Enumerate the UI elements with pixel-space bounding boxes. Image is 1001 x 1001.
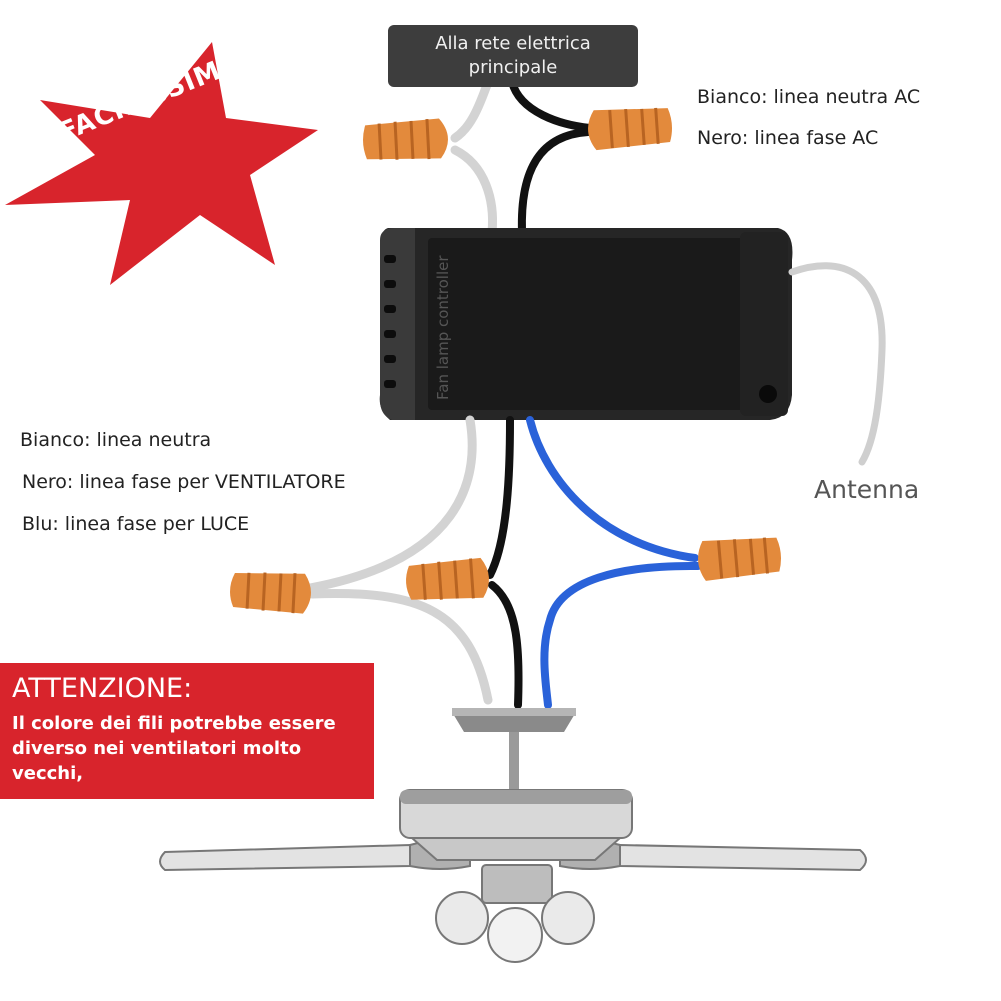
mains-white-wire — [450, 77, 493, 143]
light-globe — [541, 891, 595, 945]
mains-black-wire — [508, 78, 594, 132]
wire-connector — [406, 557, 489, 600]
fan-blue-wire — [540, 561, 702, 709]
bottom-legend-blue: Blu: linea fase per LUCE — [22, 513, 250, 535]
wire-connector — [230, 572, 311, 614]
fan-lamp-controller: Fan lamp controller — [379, 228, 793, 420]
antenna-label: Antenna — [814, 475, 920, 504]
fan-white-wire — [307, 589, 493, 705]
warning-title: ATTENZIONE: — [12, 673, 193, 704]
light-globe — [487, 907, 543, 963]
fan-blade-right — [619, 843, 867, 872]
warning-box: ATTENZIONE: Il colore dei fili potrebbe … — [0, 663, 374, 799]
wire-connector — [363, 118, 448, 160]
mains-label: Alla rete elettrica principale — [435, 33, 591, 78]
wire-connector — [588, 107, 672, 151]
controller-black-in-wire — [517, 128, 592, 236]
starburst-badge — [5, 42, 318, 285]
bottom-legend-white: Bianco: linea neutra — [20, 429, 212, 451]
controller-label: Fan lamp controller — [434, 255, 452, 400]
output-white-wire — [305, 415, 477, 593]
top-legend-black: Nero: linea fase AC — [697, 127, 879, 149]
antenna-wire — [788, 262, 886, 466]
light-globe — [435, 891, 489, 945]
output-blue-wire — [526, 416, 699, 562]
ceiling-fan — [159, 708, 867, 963]
fan-blade-left — [159, 843, 411, 872]
warning-text: Il colore dei fili potrebbe essere diver… — [12, 713, 336, 784]
wire-connector — [698, 537, 782, 581]
controller-white-in-wire — [450, 145, 497, 237]
bottom-legend-black: Nero: linea fase per VENTILATORE — [22, 471, 346, 493]
mains-label-box: Alla rete elettrica principale — [388, 25, 638, 87]
output-black-wire — [486, 416, 514, 579]
fan-black-wire — [488, 581, 523, 709]
top-legend-white: Bianco: linea neutra AC — [697, 86, 921, 108]
